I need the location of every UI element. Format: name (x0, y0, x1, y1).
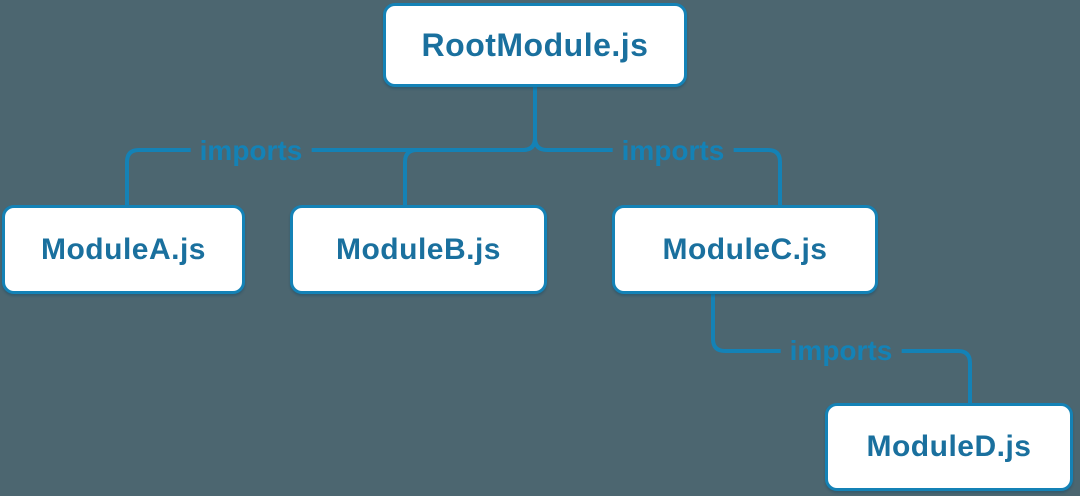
node-moduleb: ModuleB.js (290, 205, 547, 294)
edge-rootmodule-moduleb (403, 87, 537, 206)
edge-rootmodule-modulea (125, 87, 537, 206)
node-rootmodule: RootModule.js (383, 3, 687, 87)
edge-label-imports-modulea: imports (190, 136, 312, 166)
edge-label-imports-moduled: imports (780, 336, 902, 366)
node-modulea: ModuleA.js (2, 205, 245, 294)
edge-label-imports-modulec: imports (612, 136, 734, 166)
node-modulec: ModuleC.js (612, 205, 878, 294)
node-moduled: ModuleD.js (825, 403, 1073, 491)
